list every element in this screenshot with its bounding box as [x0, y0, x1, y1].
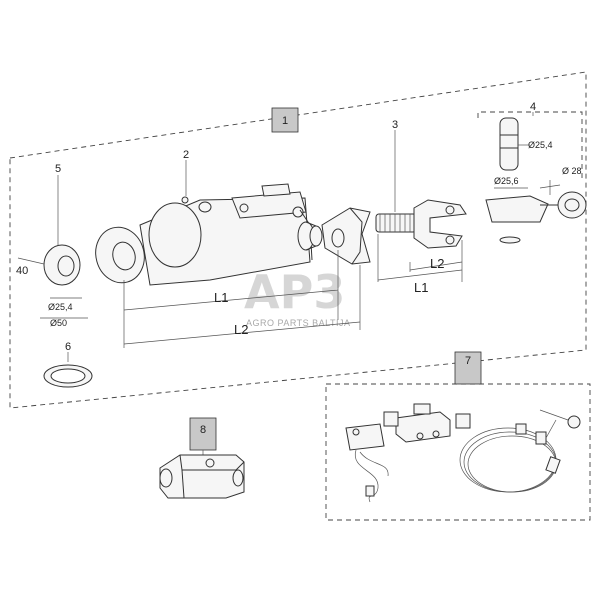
callout-8-label: 8	[200, 424, 206, 436]
watermark-subtitle: AGRO PARTS BALTIJA	[246, 318, 351, 328]
callout-3-label: 3	[392, 119, 398, 131]
callout-6-label: 6	[65, 341, 71, 353]
dim-25-4-top: Ø25,4	[528, 140, 553, 150]
callout-4-label: 4	[530, 101, 536, 113]
watermark-logo-text: AP3	[244, 265, 345, 319]
dim-28: Ø 28	[562, 166, 582, 176]
callout-5-label: 5	[55, 163, 61, 175]
valve-block	[159, 454, 245, 499]
watermark-logo: AP3 AGRO PARTS BALTIJA	[244, 265, 351, 328]
dim-25-6: Ø25,6	[494, 176, 519, 186]
ball-joint: 5 40 Ø25,4 Ø50	[16, 163, 88, 328]
callout-2-label: 2	[183, 149, 189, 161]
pin-kit: Ø25,4 Ø 28 Ø25,6 4	[485, 101, 587, 244]
dim-25-4-ball: Ø25,4	[48, 302, 73, 312]
fork-dimensions: L1 L2	[377, 234, 463, 295]
cylinder-fork	[321, 207, 371, 265]
dim-L2-main: L2	[234, 322, 248, 337]
threaded-fork: 3	[375, 119, 467, 249]
assembly-outline	[9, 71, 587, 409]
electronics-outline	[325, 383, 591, 521]
dim-L1-main: L1	[214, 290, 228, 305]
hydraulic-cylinder: 2	[95, 149, 323, 286]
callout-1: 1	[271, 107, 299, 133]
washer-ring: 6	[43, 341, 93, 388]
dim-L2-fork: L2	[430, 256, 444, 271]
pin-kit-outline	[477, 111, 583, 178]
main-dimensions: L1 L2	[123, 250, 361, 348]
dim-50: Ø50	[50, 318, 67, 328]
electronics-kit	[345, 403, 581, 503]
callout-7-label: 7	[465, 355, 471, 367]
callout-8: 8	[189, 417, 217, 460]
callout-7: 7	[454, 351, 482, 385]
callout-40-label: 40	[16, 265, 28, 277]
callout-1-label: 1	[282, 115, 288, 127]
dim-L1-fork: L1	[414, 280, 428, 295]
